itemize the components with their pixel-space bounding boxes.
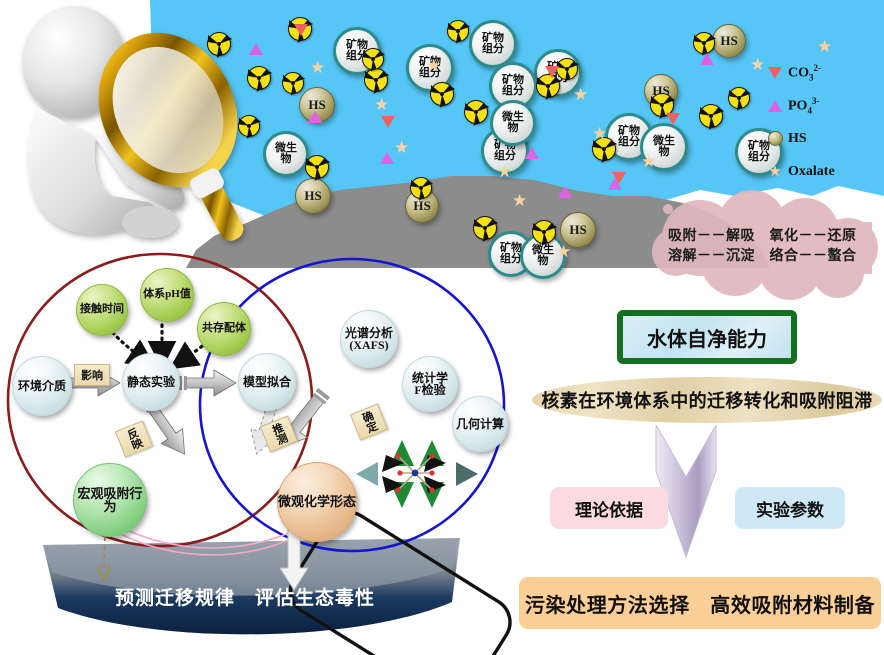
oxalate-marker: ★ bbox=[750, 55, 766, 74]
phosphate-marker bbox=[249, 43, 263, 55]
cloud-line-1: 吸附－－解吸 氧化－－还原 bbox=[668, 229, 857, 244]
oxalate-marker: ★ bbox=[592, 124, 608, 143]
radiation-icon bbox=[592, 137, 616, 161]
carbonate-marker bbox=[381, 116, 395, 128]
radiation-icon bbox=[536, 74, 560, 98]
carbonate-marker bbox=[294, 24, 308, 36]
radiation-icon bbox=[362, 48, 384, 70]
carbonate-marker bbox=[545, 66, 559, 78]
hs-marker-label: HS bbox=[788, 130, 807, 146]
radiation-icon bbox=[207, 32, 231, 56]
oxalate-marker: ★ bbox=[573, 85, 589, 104]
sediment-shore bbox=[180, 268, 790, 290]
migration-title-label: 核素在环境体系中的迁移转化和吸附阻滞 bbox=[541, 391, 873, 411]
diagram-tags: 影响反映 推测 确定 bbox=[74, 364, 389, 458]
arrow-ligand bbox=[169, 336, 214, 370]
influence-tag: 影响 bbox=[74, 364, 110, 386]
carbonate-marker bbox=[666, 113, 680, 125]
carbonate-marker-label: CO32- bbox=[788, 62, 821, 83]
radiation-icon bbox=[430, 82, 454, 106]
magnifying-glass bbox=[98, 32, 244, 241]
phosphate-marker-label: PO43- bbox=[788, 95, 820, 116]
radiation-icon bbox=[693, 32, 715, 54]
oxalate-marker: ★ bbox=[310, 58, 326, 77]
radiation-icon bbox=[473, 216, 497, 240]
hs-particle-label: HS bbox=[720, 33, 738, 49]
cloud-line-2: 溶解－－沉淀 络合－－螯合 bbox=[668, 249, 857, 265]
determine-tag: 确定 bbox=[349, 403, 389, 441]
radiation-icon bbox=[238, 115, 260, 137]
oxalate-marker: ★ bbox=[426, 56, 442, 75]
oxalate-marker: ★ bbox=[394, 138, 410, 157]
hs-particle-label: HS bbox=[569, 222, 587, 238]
reaction-cloud-text: 吸附－－解吸 氧化－－还原 溶解－－沉淀 络合－－螯合 bbox=[668, 227, 878, 268]
experiment-params-label: 实验参数 bbox=[756, 500, 824, 520]
water-self-purification-box: 水体自净能力 bbox=[617, 310, 797, 364]
radiation-icon bbox=[699, 104, 723, 128]
legend-row: HS bbox=[762, 122, 882, 155]
phosphate-marker-icon bbox=[762, 99, 788, 112]
radiation-icon bbox=[728, 87, 750, 109]
radiation-icon bbox=[556, 58, 578, 80]
carbonate-marker-icon bbox=[762, 66, 788, 79]
phosphate-marker bbox=[308, 111, 322, 123]
phosphate-marker bbox=[525, 147, 539, 159]
mineral-particle-label: 矿物组分 bbox=[618, 124, 640, 148]
theory-basis-pill: 理论依据 bbox=[550, 487, 668, 529]
microscopic-circle bbox=[198, 257, 506, 553]
theory-basis-label: 理论依据 bbox=[575, 500, 643, 520]
arrow-batch-to-model bbox=[178, 369, 237, 397]
oxalate-marker-label: Oxalate bbox=[788, 163, 835, 179]
oxalate-marker: ★ bbox=[512, 191, 528, 210]
reaction-cloud bbox=[652, 190, 878, 300]
oxalate-marker: ★ bbox=[497, 162, 513, 181]
phosphate-marker bbox=[380, 152, 394, 164]
infer-tag: 推测 bbox=[259, 415, 299, 453]
legend-row: CO32- bbox=[762, 56, 882, 89]
hs-marker-icon bbox=[762, 131, 788, 146]
oxalate-marker: ★ bbox=[641, 152, 657, 171]
oxalate-marker-icon: ★ bbox=[768, 164, 782, 180]
oxalate-marker: ★ bbox=[817, 37, 833, 56]
water-self-purification-label: 水体自净能力 bbox=[647, 328, 767, 351]
migration-title-ellipse: 核素在环境体系中的迁移转化和吸附阻滞 bbox=[532, 377, 882, 423]
conclusion-band-text: 预测迁移规律 评估生态毒性 bbox=[114, 588, 375, 609]
phosphate-marker bbox=[558, 186, 572, 198]
downward-chevron-arrow bbox=[655, 425, 717, 559]
microbe-particle-label: 微生物 bbox=[653, 134, 675, 158]
hs-particle: HS bbox=[712, 24, 746, 58]
radiation-icon bbox=[447, 20, 469, 42]
phosphate-marker bbox=[608, 178, 622, 190]
oxalate-marker: ★ bbox=[556, 242, 572, 261]
legend-row: ★ Oxalate bbox=[762, 155, 882, 188]
radiation-icon bbox=[532, 220, 556, 244]
legend: CO32- PO43- HS ★ Oxalate bbox=[762, 56, 882, 188]
methods-box bbox=[288, 510, 512, 655]
reflect-tag: 反映 bbox=[114, 420, 154, 458]
experiment-params-pill: 实验参数 bbox=[735, 487, 845, 529]
radiation-icon bbox=[650, 93, 674, 117]
oxalate-marker: ★ bbox=[374, 95, 390, 114]
radiation-icon bbox=[364, 68, 388, 92]
arrow-macro-to-band bbox=[104, 517, 107, 576]
legend-row: PO43- bbox=[762, 89, 882, 122]
crystal-structure-schematic bbox=[356, 440, 478, 508]
outcome-bar: 污染处理方法选择 高效吸附材料制备 bbox=[519, 577, 881, 629]
phosphate-marker bbox=[700, 53, 714, 65]
radiation-icon bbox=[464, 100, 488, 124]
diagram-nodes: 接触时间体系pH值共存配体环境介质静态实验模型拟合宏观吸附行为微观化学形态光谱分… bbox=[12, 268, 508, 542]
radiation-icon bbox=[410, 177, 432, 199]
outcome-label: 污染处理方法选择 高效吸附材料制备 bbox=[524, 594, 876, 617]
microbe-particle-label: 微生物 bbox=[532, 243, 554, 267]
radiation-icon bbox=[305, 155, 329, 179]
radiation-icon bbox=[282, 72, 304, 94]
radiation-icon bbox=[247, 66, 271, 90]
